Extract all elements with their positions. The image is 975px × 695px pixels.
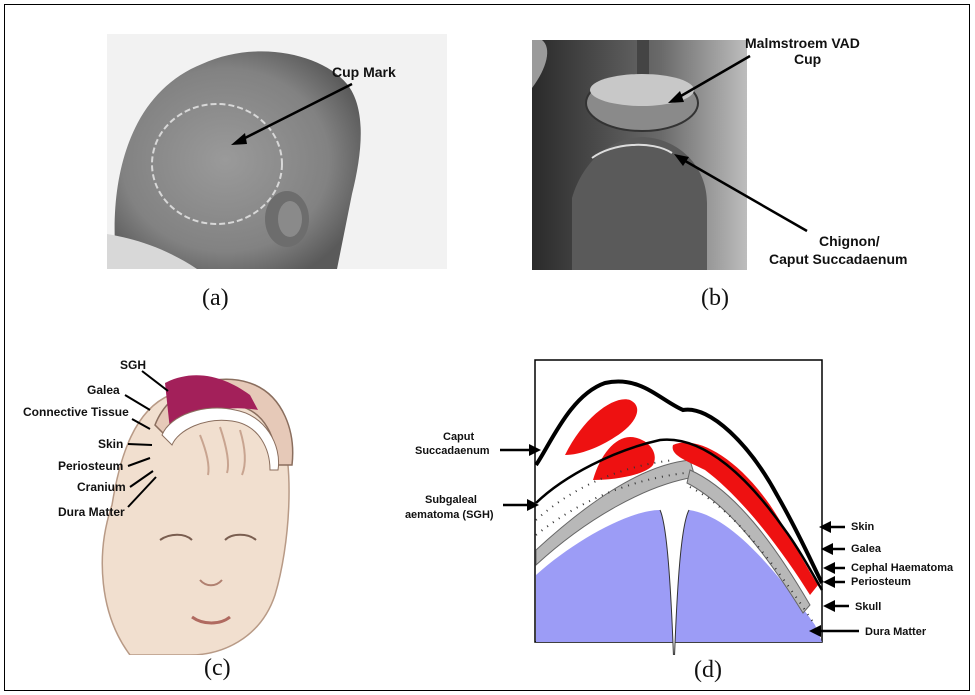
cup-mark-label: Cup Mark — [332, 64, 396, 80]
label-periosteum: Periosteum — [58, 459, 123, 473]
chignon-line2: Caput Succadaenum — [769, 251, 907, 267]
label-skin: Skin — [98, 437, 123, 451]
label-connective-tissue: Connective Tissue — [23, 405, 129, 419]
panel-c-illustration: SGH Galea Connective Tissue Skin Periost… — [20, 355, 320, 655]
label-dura-matter-d: Dura Matter — [865, 626, 927, 638]
caput-label-line1: Caput — [443, 431, 475, 443]
cup-label-line2: Cup — [794, 51, 821, 67]
caption-c: (c) — [204, 655, 231, 682]
label-cephal-haematoma: Cephal Haematoma — [851, 562, 954, 574]
label-skin-d: Skin — [851, 521, 875, 533]
caption-b: (b) — [701, 285, 729, 312]
label-skull: Skull — [855, 601, 881, 613]
panel-b-photo: Malmstroem VAD Cup Chignon/ Caput Succad… — [532, 28, 932, 270]
chignon-line1: Chignon/ — [819, 233, 880, 249]
caput-label-line2: Succadaenum — [415, 445, 490, 457]
label-galea: Galea — [87, 383, 120, 397]
label-sgh: SGH — [120, 358, 146, 372]
caption-d: (d) — [694, 657, 722, 684]
label-galea-d: Galea — [851, 543, 882, 555]
cup-label-line1: Malmstroem VAD — [745, 35, 860, 51]
sgh-label-line2: Haematoma (SGH) — [405, 509, 494, 521]
sgh-label-line1: Subgaleal — [425, 494, 477, 506]
label-periosteum-d: Periosteum — [851, 576, 911, 588]
caption-a: (a) — [202, 285, 229, 312]
panel-a-photo: Cup Mark — [107, 34, 447, 269]
label-dura-matter: Dura Matter — [58, 505, 125, 519]
panel-d-schematic: Caput Succadaenum Subgaleal Haematoma (S… — [405, 355, 970, 655]
label-cranium: Cranium — [77, 480, 126, 494]
